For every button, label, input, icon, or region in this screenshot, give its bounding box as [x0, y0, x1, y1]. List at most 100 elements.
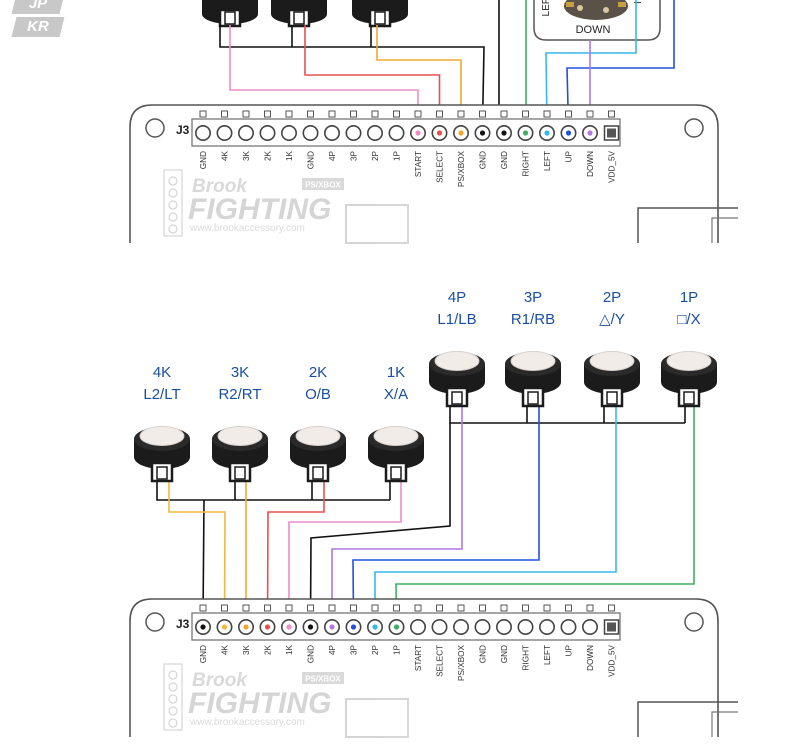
top-pin-tab	[242, 110, 250, 118]
top-button-1[interactable]	[202, 0, 258, 28]
top-pin-tab	[543, 110, 551, 118]
top-pin-tab	[393, 110, 400, 118]
top-pin-tab	[350, 110, 357, 118]
top-pin-tab	[414, 110, 422, 118]
bottom-silk-pad	[168, 670, 178, 680]
top-wire-end	[458, 130, 464, 136]
top-pin-label: 4P	[328, 150, 337, 161]
top-pin-label: RIGHT	[522, 151, 531, 176]
bottom-pin-label: SELECT	[436, 645, 445, 677]
top-wire-end	[587, 130, 593, 136]
top-pin-tab	[479, 110, 486, 118]
button-label-3K: 3K	[231, 364, 249, 381]
top-pin-label: 3P	[350, 150, 359, 161]
button-4P-plunger	[434, 351, 480, 371]
bottom-wire-1p	[395, 404, 695, 621]
top-pin-tab	[565, 110, 572, 118]
bottom-pin-tab	[307, 604, 314, 612]
top-pin-label: 3K	[242, 150, 251, 161]
top-silk-pad	[168, 212, 178, 222]
top-pin-hole	[366, 125, 383, 142]
top-pin-tab	[328, 110, 336, 118]
bottom-pin-label: 1P	[393, 644, 402, 655]
bottom-usb-shell	[711, 711, 738, 737]
top-pin-label: 4K	[221, 150, 230, 161]
button-label-2P-function: △/Y	[599, 311, 625, 328]
top-pin-hole	[345, 125, 362, 142]
top-pin-hole	[216, 125, 233, 142]
bottom-wire-end	[307, 624, 314, 630]
top-pin-label: 2P	[371, 150, 380, 161]
button-3P[interactable]	[505, 351, 561, 408]
top-button-2[interactable]	[271, 0, 327, 28]
top-wire-end	[436, 130, 443, 136]
bottom-wire-4p	[331, 404, 463, 620]
button-3K[interactable]	[212, 426, 268, 483]
button-3P-switch-inner	[527, 391, 539, 405]
top-button-1-switch-inner	[224, 11, 236, 25]
button-1K-plunger	[373, 426, 419, 446]
bottom-pin-label: GND	[500, 645, 509, 663]
top-pin-label: 2K	[264, 150, 273, 161]
bottom-pin-tab	[371, 604, 379, 612]
button-1P[interactable]	[661, 351, 717, 408]
top-header-block	[191, 118, 621, 147]
bottom-wire-gnd-to-pin5	[309, 423, 451, 621]
top-wire-end	[415, 130, 421, 136]
top-brand-tag-bg	[302, 178, 344, 190]
top-wire-end	[501, 130, 507, 136]
top-wire-up	[566, 0, 675, 127]
bottom-pin-label: UP	[565, 644, 574, 656]
button-1K-switch-inner	[390, 466, 402, 480]
bottom-header-block	[191, 612, 621, 641]
bottom-pin-tab	[500, 604, 508, 612]
bottom-pin-label: GND	[307, 645, 316, 663]
button-4P[interactable]	[429, 351, 485, 408]
button-2K[interactable]	[290, 426, 346, 483]
top-pin-tab	[307, 110, 314, 118]
top-pin-tab	[371, 110, 379, 118]
top-wire-end	[522, 130, 529, 136]
bottom-wire-end	[286, 624, 292, 630]
top-pin-square-core	[607, 128, 616, 138]
top-pin-label: SELECT	[436, 151, 445, 183]
top-button-3[interactable]	[352, 0, 408, 28]
bottom-brand-line1: Brook	[192, 670, 248, 691]
bottom-wire-end	[243, 624, 249, 630]
bottom-pin-label: START	[414, 645, 423, 671]
bottom-wire-3p	[352, 404, 540, 621]
button-label-1K: 1K	[387, 364, 405, 381]
bottom-pin-label: LEFT	[543, 645, 552, 665]
button-4K[interactable]	[134, 426, 190, 483]
top-brand-line1: Brook	[192, 176, 248, 197]
top-website: www.brookaccessory.com	[189, 223, 305, 234]
lever-gate	[564, 0, 628, 20]
bottom-pin-tab	[608, 604, 615, 612]
top-silk-chip	[345, 204, 409, 244]
top-wire-select	[304, 25, 441, 126]
button-4K-switch-inner	[156, 466, 168, 480]
bottom-wire-end	[372, 624, 378, 630]
bottom-mount-hole-right	[684, 612, 704, 632]
bottom-pin-hole	[431, 618, 448, 635]
bottom-pin-tab	[565, 604, 572, 612]
lever-switch-b	[603, 7, 609, 13]
top-pin-label: 1K	[285, 150, 294, 161]
top-silk-pad	[168, 200, 178, 210]
bottom-wire-2k	[266, 479, 325, 621]
top-mount-hole-right	[684, 118, 704, 138]
bottom-pin-tab	[436, 604, 443, 612]
bottom-wire-1k	[288, 479, 402, 620]
bottom-pin-tab	[522, 604, 529, 612]
button-2P[interactable]	[584, 351, 640, 408]
button-label-4P-function: L1/LB	[437, 311, 476, 328]
top-pin-label: START	[414, 151, 423, 177]
bottom-pin-tab	[543, 604, 551, 612]
button-1K[interactable]	[368, 426, 424, 483]
top-pin-hole	[388, 125, 405, 142]
button-label-1P: 1P	[680, 289, 698, 306]
top-brand-line2: FIGHTING	[188, 193, 331, 226]
bottom-brand-line2: FIGHTING	[188, 687, 331, 720]
